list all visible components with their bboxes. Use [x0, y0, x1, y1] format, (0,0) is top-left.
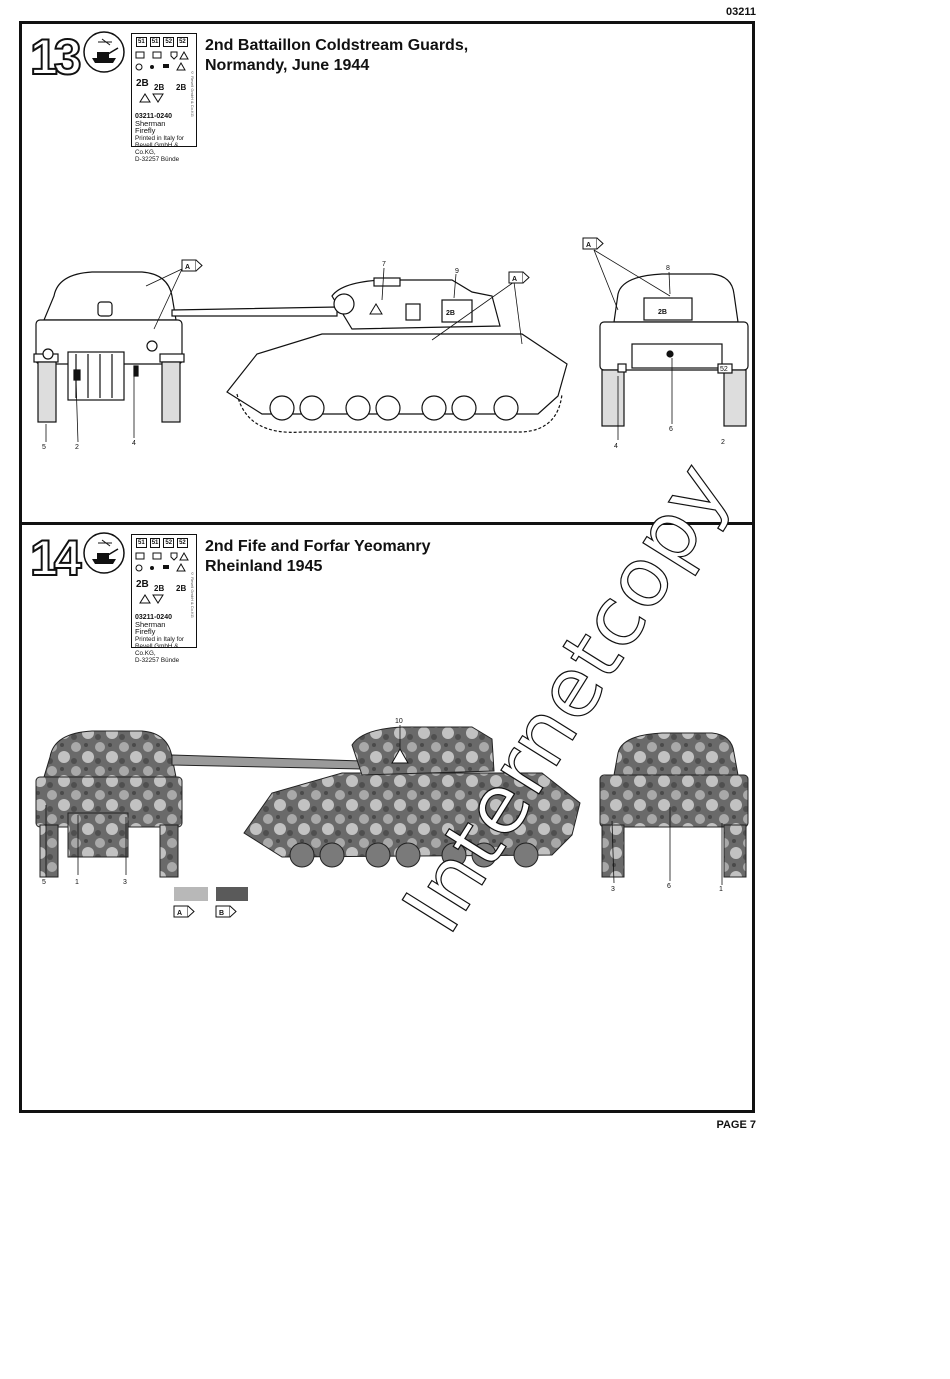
decal-product-name: Sherman Firefly — [135, 119, 166, 136]
callout-number: 3 — [611, 886, 615, 893]
decal-cell: 52 — [177, 538, 188, 548]
step-number: 14 — [29, 530, 83, 586]
decal-cell: 51 — [136, 538, 147, 548]
tag-a — [181, 259, 203, 272]
step-13-panel: 13 51 51 52 52 2B 2B 2B — [19, 21, 755, 525]
callout-number: 5 — [42, 879, 46, 886]
scheme-title: 2nd Fife and Forfar Yeomanry Rheinland 1… — [205, 537, 431, 577]
triangle-mark-icon — [391, 747, 409, 764]
page-number: PAGE 7 — [716, 1119, 756, 1131]
tank-front-view — [35, 730, 183, 878]
color-swatch-b — [216, 887, 248, 901]
decal-print-note: D-32257 Bünde — [135, 156, 180, 164]
scheme-title-line: 2nd Fife and Forfar Yeomanry — [205, 538, 431, 555]
tag-a — [582, 237, 604, 250]
decal-sheet: 51 51 52 52 2B 2B 2B 03211-0240 Sherman … — [131, 534, 197, 664]
decal-mark: 2B — [176, 584, 187, 593]
callout-number: 3 — [123, 879, 127, 886]
tag-label: A — [586, 242, 591, 249]
callout-number: 7 — [382, 261, 386, 268]
decal-product-name: Sherman Firefly — [135, 620, 166, 637]
decal-sheet: 51 51 52 52 2B 2B 2B 03211-0240 Sherman … — [131, 33, 197, 163]
decal-cell: 51 — [149, 538, 161, 548]
decal-code: 03211-0240 — [135, 113, 172, 120]
tag-label: A — [177, 910, 182, 917]
color-swatch-a — [174, 887, 208, 901]
decal-symbols-icon — [135, 50, 189, 103]
callout-number: 4 — [614, 443, 618, 450]
step-14-drawings: 5 1 3 10 3 6 1 — [35, 718, 749, 918]
callout-number: 2 — [721, 439, 725, 446]
decal-print-note: Printed in Italy for — [135, 635, 184, 643]
callout-number: 1 — [75, 879, 79, 886]
tank-rear-view — [599, 732, 749, 878]
decal-cell: 51 — [136, 37, 147, 47]
decal-mark: 2B — [136, 579, 149, 590]
callout-number: 10 — [395, 718, 403, 725]
callout-number: 5 — [42, 444, 46, 451]
decal-code: 03211-0240 — [135, 614, 172, 621]
callout-number: 6 — [669, 426, 673, 433]
tag-label: A — [185, 264, 190, 271]
decal-symbols-icon — [135, 551, 189, 604]
rear-turret-mark: 2B — [658, 309, 667, 316]
step-14-panel: 14 51 51 52 52 2B 2B 2B — [19, 522, 755, 1113]
turret-mark: 2B — [446, 310, 455, 317]
callout-number: 6 — [667, 883, 671, 890]
decal-mark: 2B — [176, 83, 187, 92]
decal-print-note: Revell GmbH & Co.KG, — [135, 642, 179, 658]
decal-copyright: © Revell GmbH & Co.KG — [190, 571, 195, 618]
side-wheels — [289, 842, 539, 868]
scheme-title-line: 2nd Battaillon Coldstream Guards, — [205, 37, 469, 54]
tag-a — [173, 905, 195, 918]
callout-number: 8 — [666, 265, 670, 272]
decal-print-note: Printed in Italy for — [135, 134, 184, 142]
decal-cell: 51 — [149, 37, 161, 47]
decal-mark: 2B — [154, 584, 165, 593]
tag-a — [508, 271, 530, 284]
decal-cell: 52 — [177, 37, 188, 47]
step-13-drawings: 5 2 4 A 2B 7 9 — [33, 237, 749, 451]
kit-number: 03211 — [726, 6, 756, 18]
tank-side-view — [171, 726, 581, 858]
scheme-title-line: Rheinland 1945 — [205, 558, 323, 575]
decal-cell: 52 — [163, 37, 175, 47]
side-wheels — [236, 393, 563, 433]
decal-print-note: Revell GmbH & Co.KG, — [135, 141, 179, 157]
triangle-mark-icon — [369, 303, 383, 315]
paint-scheme-icon — [83, 31, 125, 73]
decal-copyright: © Revell GmbH & Co.KG — [190, 70, 195, 117]
callout-number: 1 — [719, 886, 723, 893]
rear-plate-mark: 52 — [720, 366, 728, 373]
decal-cell: 52 — [163, 538, 175, 548]
tank-front-view — [33, 271, 185, 423]
paint-scheme-icon — [83, 532, 125, 574]
tag-label: B — [219, 910, 224, 917]
tank-rear-view — [599, 273, 749, 427]
step-number: 13 — [29, 29, 83, 85]
decal-print-note: D-32257 Bünde — [135, 657, 180, 665]
tag-label: A — [512, 276, 517, 283]
decal-mark: 2B — [136, 78, 149, 89]
decal-mark: 2B — [154, 83, 165, 92]
scheme-title-line: Normandy, June 1944 — [205, 57, 370, 74]
tag-b — [215, 905, 237, 918]
scheme-title: 2nd Battaillon Coldstream Guards, Norman… — [205, 36, 468, 76]
callout-number: 4 — [132, 440, 136, 447]
tank-side-view — [171, 277, 568, 415]
callout-number: 9 — [455, 268, 459, 275]
callout-number: 2 — [75, 444, 79, 451]
